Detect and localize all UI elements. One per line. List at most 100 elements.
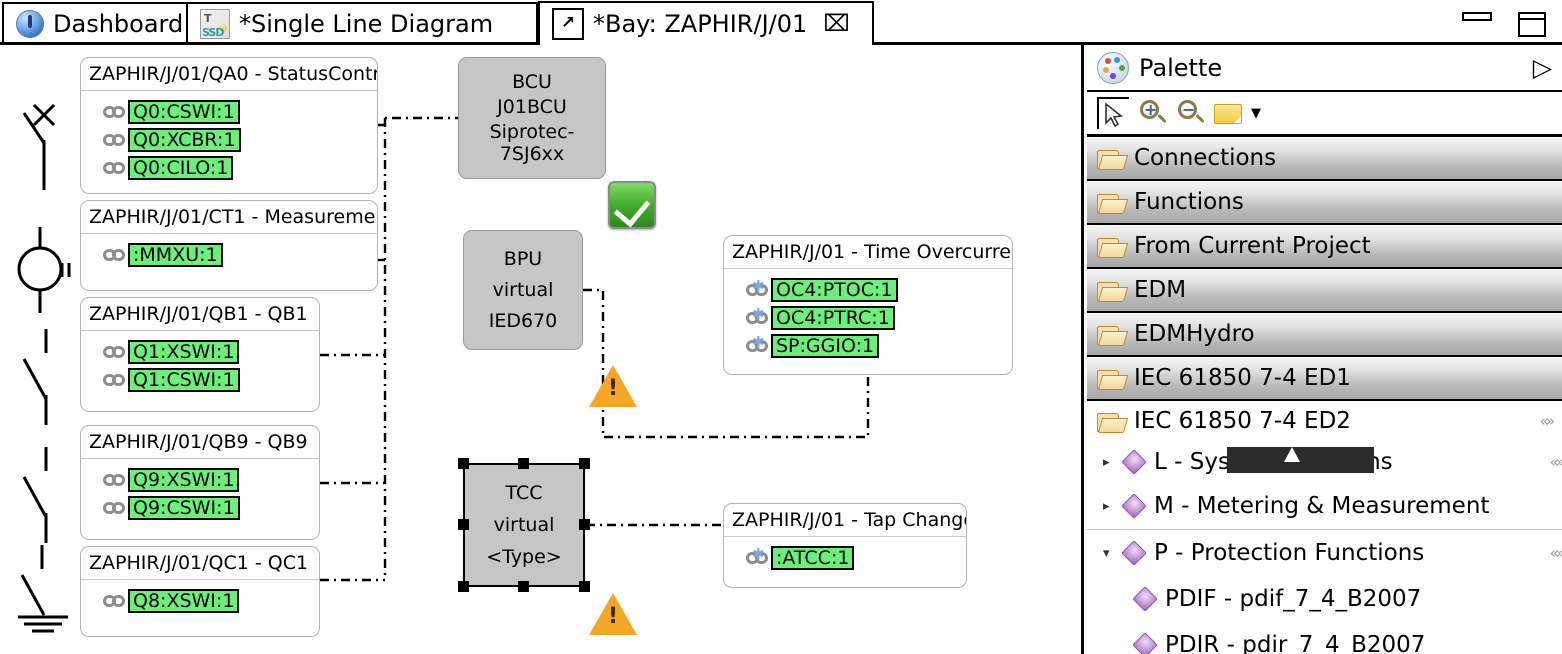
ied-node-bpu[interactable]: BPU virtual IED670 [463, 230, 583, 350]
resize-handle[interactable] [579, 519, 590, 530]
list-item[interactable]: Q9:CSWI:1 [103, 495, 319, 520]
status-badge-warning[interactable]: ! [589, 365, 637, 409]
ln-group-items: ✱ :ATCC:1 [724, 537, 966, 578]
drawer-label: From Current Project [1134, 232, 1371, 259]
tab-label: Dashboard [53, 9, 184, 38]
ln-group-box[interactable]: ZAPHIR/J/01/QC1 - QC1 Q8:XSWI:1 [80, 546, 320, 637]
folder-icon [1097, 324, 1129, 346]
chain-link-sync-icon: ✱ [746, 334, 770, 354]
marquee-note-icon[interactable] [1213, 98, 1243, 128]
ln-group-items: ✱ OC4:PTOC:1 ✱ OC4:PTRC:1 ✱ SP:GGIO:1 [724, 269, 1012, 366]
palette-drawer-from-current-project[interactable]: From Current Project [1087, 225, 1562, 269]
ln-group-box[interactable]: ZAPHIR/J/01/QB1 - QB1 Q1:XSWI:1 Q1:CSWI:… [80, 297, 320, 412]
ln-group-box[interactable]: ZAPHIR/J/01/CT1 - Measurement :MMXU:1 [80, 200, 378, 291]
palette-toolbar: + − ▼ [1087, 92, 1562, 137]
ln-group-title: ZAPHIR/J/01/QB9 - QB9 [81, 426, 319, 459]
folder-icon [1097, 236, 1129, 258]
resize-handle[interactable] [518, 581, 529, 592]
ln-label: OC4:PTOC:1 [771, 277, 898, 302]
palette-drawer-iec-61850-7-4-ed2[interactable]: IEC 61850 7-4 ED2 «» [1087, 401, 1562, 441]
ied-node-tcc[interactable]: TCC virtual <Type> [463, 463, 585, 587]
ln-group-box[interactable]: ZAPHIR/J/01 - Time Overcurrent ✱ OC4:PTO… [723, 235, 1013, 375]
maximize-button[interactable] [1518, 12, 1546, 37]
select-tool-icon[interactable] [1097, 97, 1129, 129]
chain-link-icon [103, 593, 127, 609]
ied-role: BCU [512, 71, 552, 94]
folder-icon [1097, 192, 1129, 214]
tab-dashboard[interactable]: Dashboard [2, 2, 196, 43]
resize-handle[interactable] [518, 458, 529, 469]
list-item[interactable]: :MMXU:1 [103, 242, 377, 267]
chain-link-icon [103, 104, 127, 120]
palette-drawer-edm[interactable]: EDM [1087, 269, 1562, 313]
current-transformer-symbol[interactable] [8, 225, 78, 315]
zoom-out-icon[interactable]: − [1175, 98, 1205, 128]
chain-link-icon [103, 500, 127, 516]
tree-item-label: PDIF - pdif_7_4_B2007 [1165, 585, 1422, 612]
resize-handle[interactable] [458, 581, 469, 592]
minimize-button[interactable] [1462, 12, 1492, 21]
collapse-group-icon[interactable]: «» [1549, 453, 1562, 471]
ln-label: Q0:CSWI:1 [128, 99, 240, 124]
list-item[interactable]: ✱ OC4:PTOC:1 [746, 277, 1012, 302]
collapse-drawer-icon[interactable]: «» [1539, 412, 1555, 430]
drawer-label: EDM [1134, 276, 1187, 303]
palette-drawer-iec-61850-7-4-ed1[interactable]: IEC 61850 7-4 ED1 [1087, 357, 1562, 401]
hover-highlight [1227, 447, 1374, 473]
ln-group-box[interactable]: ZAPHIR/J/01/QB9 - QB9 Q9:XSWI:1 Q9:CSWI:… [80, 425, 320, 540]
ln-group-box[interactable]: ZAPHIR/J/01 - Tap Changer ✱ :ATCC:1 [723, 503, 967, 588]
list-item[interactable]: Q1:XSWI:1 [103, 339, 319, 364]
list-item[interactable]: Q0:CILO:1 [103, 155, 377, 180]
palette-drawer-edmhydro[interactable]: EDMHydro [1087, 313, 1562, 357]
list-item[interactable]: ✱ OC4:PTRC:1 [746, 305, 1012, 330]
disconnector-symbol[interactable] [14, 327, 74, 432]
status-badge-ok[interactable] [608, 181, 656, 229]
ied-node-bcu[interactable]: BCU J01BCU Siprotec-7SJ6xx [458, 57, 606, 179]
ied-name: virtual [493, 514, 555, 536]
palette-drawer-functions[interactable]: Functions [1087, 181, 1562, 225]
list-item[interactable]: Q8:XSWI:1 [103, 588, 319, 613]
list-item[interactable]: ✱ :ATCC:1 [746, 545, 966, 570]
list-item[interactable]: Q0:XCBR:1 [103, 127, 377, 152]
tree-item-system-functions[interactable]: ▸ L - System Functions «» [1087, 441, 1562, 483]
status-badge-warning[interactable]: ! [589, 593, 637, 637]
chevron-right-icon[interactable]: ▸ [1103, 454, 1110, 470]
chevron-right-icon[interactable]: ▸ [1103, 498, 1110, 514]
ln-group-title: ZAPHIR/J/01/CT1 - Measurement [81, 201, 377, 234]
lnclass-diamond-icon [1123, 451, 1145, 473]
chain-link-icon [103, 472, 127, 488]
chevron-down-icon[interactable]: ▼ [1251, 105, 1261, 121]
resize-handle[interactable] [579, 581, 590, 592]
bay-window-icon [552, 8, 584, 40]
ln-group-box[interactable]: ZAPHIR/J/01/QA0 - StatusControl Q0:CSWI:… [80, 57, 378, 194]
ln-group-title: ZAPHIR/J/01/QA0 - StatusControl [81, 58, 377, 91]
earthing-switch-symbol[interactable] [10, 543, 80, 643]
tree-item-metering-measurement[interactable]: ▸ M - Metering & Measurement [1087, 483, 1562, 529]
ln-label: Q9:XSWI:1 [128, 467, 240, 492]
circuit-breaker-symbol[interactable] [14, 95, 74, 205]
chevron-down-icon[interactable]: ▾ [1103, 545, 1110, 561]
tree-item-pdif[interactable]: PDIF - pdif_7_4_B2007 [1087, 576, 1562, 622]
resize-handle[interactable] [458, 519, 469, 530]
list-item[interactable]: Q1:CSWI:1 [103, 367, 319, 392]
list-item[interactable]: Q0:CSWI:1 [103, 99, 377, 124]
palette-drawer-connections[interactable]: Connections [1087, 137, 1562, 181]
zoom-in-icon[interactable]: + [1137, 98, 1167, 128]
collapse-group-icon[interactable]: «» [1549, 544, 1562, 562]
bay-diagram-canvas[interactable]: ZAPHIR/J/01/QA0 - StatusControl Q0:CSWI:… [0, 45, 1084, 654]
chain-link-icon [103, 247, 127, 263]
tree-item-pdir[interactable]: PDIR - pdir_7_4_B2007 [1087, 622, 1562, 654]
resize-handle[interactable] [579, 458, 590, 469]
tree-item-protection-functions[interactable]: ▾ P - Protection Functions «» [1087, 530, 1562, 576]
ln-label: Q8:XSWI:1 [128, 588, 240, 613]
tab-bay-zaphir-j-01[interactable]: *Bay: ZAPHIR/J/01 ⌧ [538, 1, 874, 45]
disconnector-symbol[interactable] [14, 445, 74, 550]
close-icon[interactable]: ⌧ [823, 10, 850, 37]
expand-palette-icon[interactable]: ▷ [1532, 53, 1552, 82]
ln-group-items: Q9:XSWI:1 Q9:CSWI:1 [81, 459, 319, 528]
list-item[interactable]: ✱ SP:GGIO:1 [746, 333, 1012, 358]
ied-type: <Type> [486, 546, 562, 568]
resize-handle[interactable] [458, 458, 469, 469]
list-item[interactable]: Q9:XSWI:1 [103, 467, 319, 492]
